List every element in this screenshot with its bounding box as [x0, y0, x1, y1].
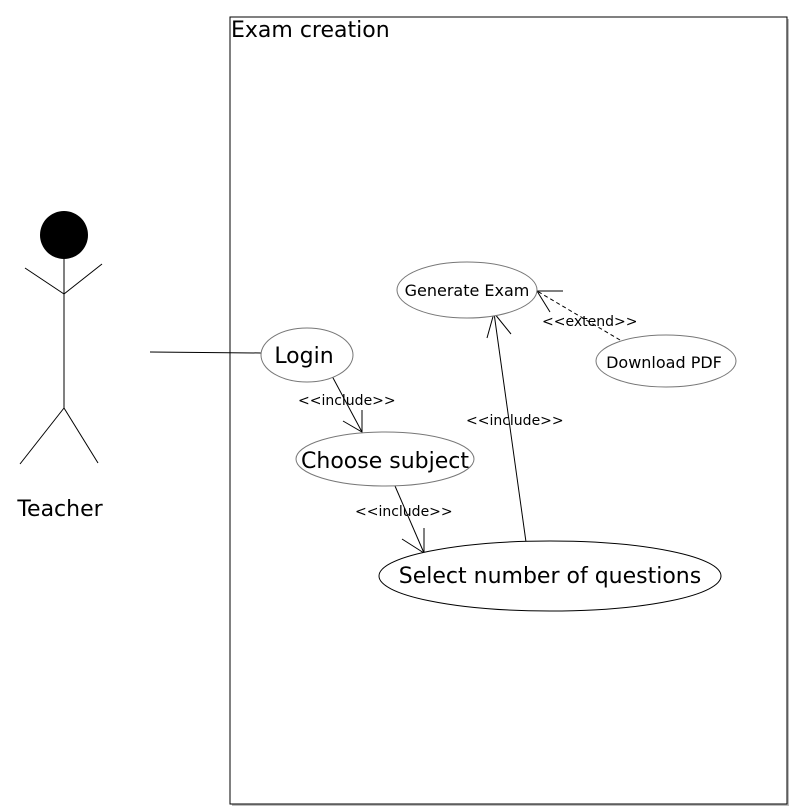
system-boundary-frame [229, 16, 788, 805]
include-line [493, 312, 527, 543]
actor-head [40, 211, 88, 259]
use-case-download-pdf[interactable]: Download PDF [595, 334, 737, 388]
include-line [331, 375, 363, 433]
actor-right-arm [63, 263, 103, 295]
use-case-ellipse [595, 334, 737, 388]
use-case-ellipse [260, 327, 354, 383]
extend-label: <<extend>> [542, 314, 637, 330]
use-case-login[interactable]: Login [260, 327, 354, 383]
use-case-label: Select number of questions [399, 564, 701, 589]
include-line [394, 485, 425, 554]
use-case-label: Login [274, 344, 333, 369]
use-case-select-questions[interactable]: Select number of questions [378, 540, 722, 612]
actor-left-leg [19, 407, 65, 465]
use-case-generate-exam[interactable]: Generate Exam [396, 261, 538, 319]
use-case-ellipse [396, 261, 538, 319]
include-label: <<include>> [298, 393, 396, 409]
association-teacher-login [149, 351, 262, 354]
system-title: Exam creation [231, 18, 390, 43]
use-case-choose-subject[interactable]: Choose subject [295, 431, 475, 487]
actor-left-arm [24, 267, 65, 295]
actor-teacher[interactable]: Teacher [16, 211, 104, 522]
actor-right-leg [63, 407, 99, 464]
include-label: <<include>> [466, 413, 564, 429]
use-case-label: Download PDF [606, 353, 722, 372]
include-label: <<include>> [355, 504, 453, 520]
arrow-head-icon [342, 410, 363, 433]
use-case-label: Generate Exam [405, 281, 530, 300]
use-case-ellipse [295, 431, 475, 487]
use-case-label: Choose subject [301, 449, 469, 474]
extend-line [536, 290, 621, 341]
system-boundary: Exam creation [229, 16, 789, 806]
relation-login-choose-subject: <<include>> [298, 375, 396, 433]
use-case-ellipse [378, 540, 722, 612]
actor-label: Teacher [16, 497, 103, 522]
relation-download-generate: <<extend>> [536, 290, 637, 341]
